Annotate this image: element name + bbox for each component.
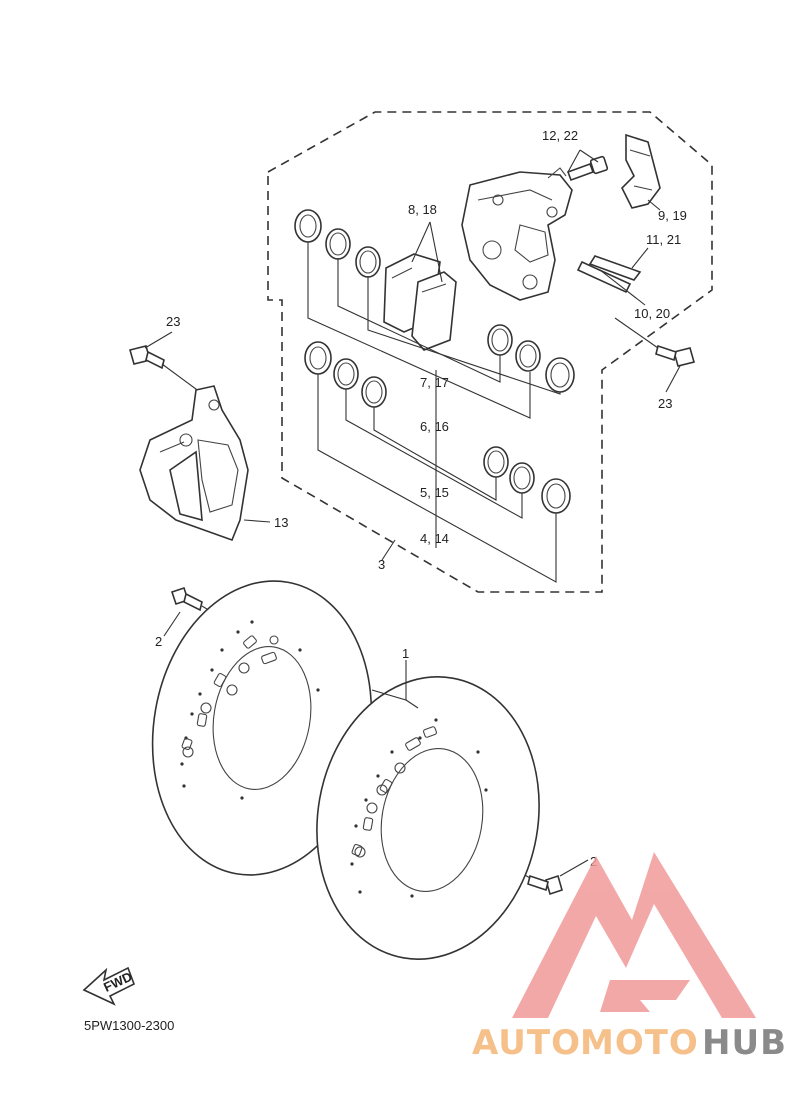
watermark-auto: AUTO bbox=[472, 1023, 581, 1063]
automotohub-logo-mark bbox=[512, 852, 756, 1018]
label-8-18: 8, 18 bbox=[408, 202, 437, 217]
brake-disc-rear-view bbox=[151, 580, 373, 876]
label-2-left: 2 bbox=[155, 634, 162, 649]
brake-caliper-assembly bbox=[139, 385, 271, 542]
label-1: 1 bbox=[402, 646, 409, 661]
diagram-code: 5PW1300-2300 bbox=[84, 1018, 174, 1033]
label-13: 13 bbox=[274, 515, 288, 530]
left-pistons-and-seals bbox=[294, 209, 387, 408]
label-23-left: 23 bbox=[166, 314, 180, 329]
bleed-screw bbox=[566, 155, 609, 182]
disc-leader-1b bbox=[405, 699, 419, 709]
watermark-moto: MOTO bbox=[580, 1023, 699, 1063]
label-12-22: 12, 22 bbox=[542, 128, 578, 143]
forward-arrow-icon: FWD bbox=[82, 966, 136, 1006]
label-23-right: 23 bbox=[658, 396, 672, 411]
caliper-bolt-right bbox=[614, 317, 695, 393]
caliper-kit-boundary bbox=[267, 111, 713, 593]
label-7-17: 7, 17 bbox=[420, 375, 449, 390]
label-6-16: 6, 16 bbox=[420, 419, 449, 434]
watermark-hub: HUB bbox=[702, 1023, 787, 1063]
pad-spring bbox=[621, 133, 661, 209]
pad-pin bbox=[576, 255, 642, 294]
label-5-15: 5, 15 bbox=[420, 485, 449, 500]
caliper-body-exploded bbox=[461, 167, 573, 301]
label-11-21: 11, 21 bbox=[646, 232, 681, 247]
label-3: 3 bbox=[378, 557, 385, 572]
caliper-bolt-left bbox=[129, 331, 201, 393]
brake-disc-front-view bbox=[316, 676, 540, 960]
label-9-19: 9, 19 bbox=[658, 208, 687, 223]
brake-pads-exploded bbox=[383, 253, 457, 351]
label-4-14: 4, 14 bbox=[420, 531, 449, 546]
label-10-20: 10, 20 bbox=[634, 306, 670, 321]
right-pistons-and-seals bbox=[483, 324, 575, 514]
parts-leader-lines bbox=[307, 149, 661, 583]
